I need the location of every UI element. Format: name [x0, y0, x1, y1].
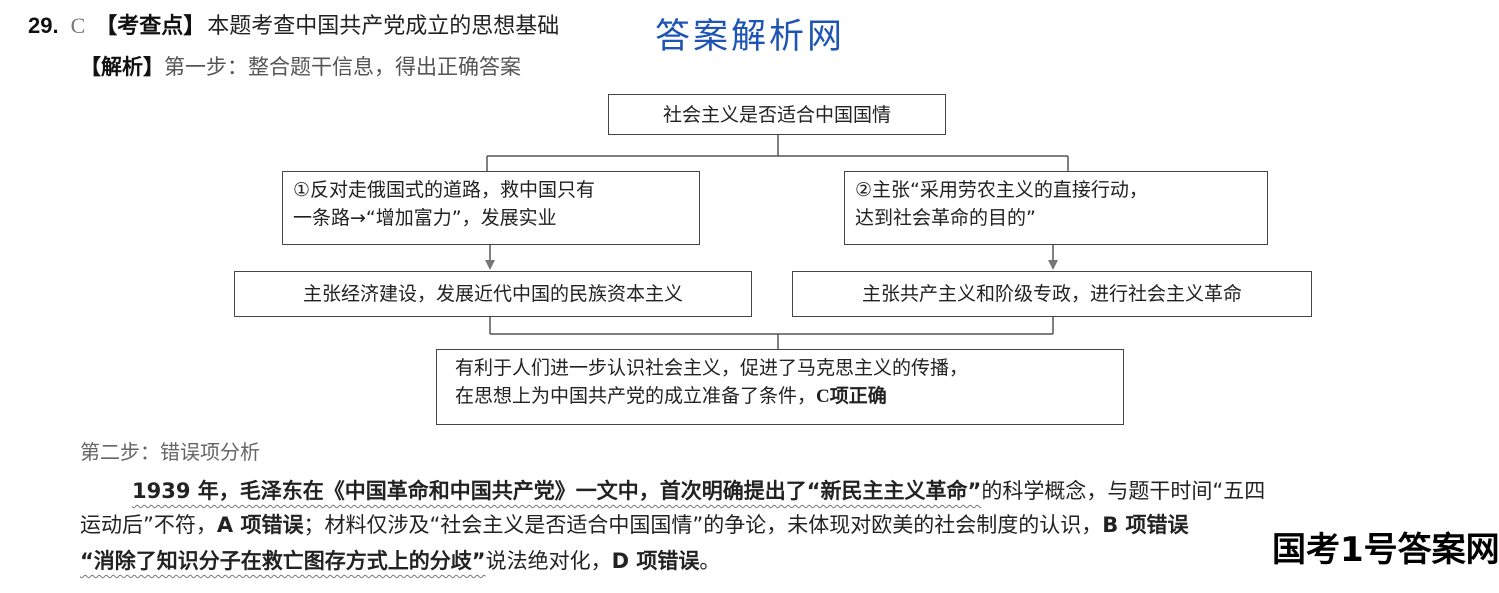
option-a-verdict: A 项错误 [216, 513, 304, 537]
p1-rest: 的科学概念，与题干时间“五四 [981, 479, 1266, 503]
conclusion-line1: 有利于人们进一步认识社会主义，促进了马克思主义的传播， [455, 357, 969, 379]
flow-box-left-result: 主张经济建设，发展近代中国的民族资本主义 [234, 271, 752, 317]
step1-title: 第一步：整合题干信息，得出正确答案 [164, 55, 521, 79]
paragraph-line-2: 运动后”不符，A 项错误；材料仅涉及“社会主义是否适合中国国情”的争论，未体现对… [80, 508, 1189, 542]
right-view-line1: ②主张“采用劳农主义的直接行动， [855, 179, 1148, 201]
paragraph-line-1: 1939 年，毛泽东在《中国革命和中国共产党》一文中，首次明确提出了“新民主主义… [132, 474, 1265, 508]
right-view-line2: 达到社会革命的目的” [855, 207, 1036, 229]
question-header: 29. C 【考查点】本题考查中国共产党成立的思想基础 [28, 10, 559, 43]
option-d-verdict: D 项错误 [611, 549, 700, 573]
underlined-claim: “消除了知识分子在救亡图存方式上的分歧” [80, 549, 486, 573]
analysis-header: 【解析】第一步：整合题干信息，得出正确答案 [80, 52, 521, 82]
left-view-line2: 一条路→“增加富力”，发展实业 [293, 207, 557, 229]
conclusion-line2: 在思想上为中国共产党的成立准备了条件， [455, 385, 817, 407]
flow-box-top-text: 社会主义是否适合中国国情 [662, 103, 891, 126]
watermark-top: 答案解析网 [655, 17, 846, 57]
right-result-text: 主张共产主义和阶级专政，进行社会主义革命 [861, 283, 1242, 305]
left-view-line1: ①反对走俄国式的道路，救中国只有 [293, 179, 596, 201]
underlined-fact: 1939 年，毛泽东在《中国革命和中国共产党》一文中，首次明确提出了“新民主主义… [132, 479, 982, 503]
question-number: 29. [28, 13, 59, 38]
conclusion-answer: C项正确 [816, 386, 887, 407]
flow-box-right-result: 主张共产主义和阶级专政，进行社会主义革命 [792, 271, 1312, 317]
p2-start: 运动后”不符， [80, 513, 217, 537]
question-text: 本题考查中国共产党成立的思想基础 [207, 14, 560, 39]
paragraph-line-3: “消除了知识分子在救亡图存方式上的分歧”说法绝对化，D 项错误。 [80, 544, 720, 578]
step2-title: 第二步：错误项分析 [80, 440, 260, 464]
p2-mid: ；材料仅涉及“社会主义是否适合中国国情”的争论，未体现对欧美的社会制度的认识， [303, 513, 1103, 537]
p3-end: 。 [699, 549, 721, 573]
flow-box-right-view: ②主张“采用劳农主义的直接行动， 达到社会革命的目的” [844, 171, 1268, 245]
flow-box-left-view: ①反对走俄国式的道路，救中国只有 一条路→“增加富力”，发展实业 [282, 171, 700, 245]
question-answer: C [70, 13, 86, 38]
option-b-verdict: B 项错误 [1102, 513, 1189, 537]
question-tag: 【考查点】 [95, 14, 206, 39]
flow-box-top: 社会主义是否适合中国国情 [608, 94, 946, 135]
left-result-text: 主张经济建设，发展近代中国的民族资本主义 [302, 283, 683, 305]
analysis-tag: 【解析】 [80, 55, 164, 79]
watermark-bottom: 国考1号答案网 [1272, 530, 1499, 570]
flow-box-conclusion: 有利于人们进一步认识社会主义，促进了马克思主义的传播， 在思想上为中国共产党的成… [436, 349, 1124, 425]
p3-rest: 说法绝对化， [485, 549, 612, 573]
